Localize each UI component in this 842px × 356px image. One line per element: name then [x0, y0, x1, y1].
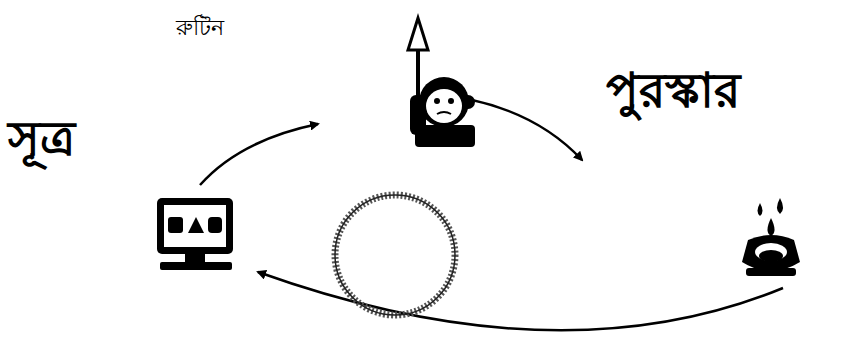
loop-arrow [200, 124, 318, 185]
monitor-icon [157, 198, 233, 270]
loop-arrow [258, 272, 783, 330]
center-ring [335, 195, 455, 315]
center-ring [335, 195, 455, 315]
loop-arrow [472, 100, 582, 160]
routine-label: রুটিন [176, 16, 224, 40]
cue-label: সূত্র [8, 112, 75, 165]
reward-icon [742, 198, 800, 276]
reward-label: পুরস্কার [606, 64, 740, 117]
monkey-icon [408, 18, 475, 147]
